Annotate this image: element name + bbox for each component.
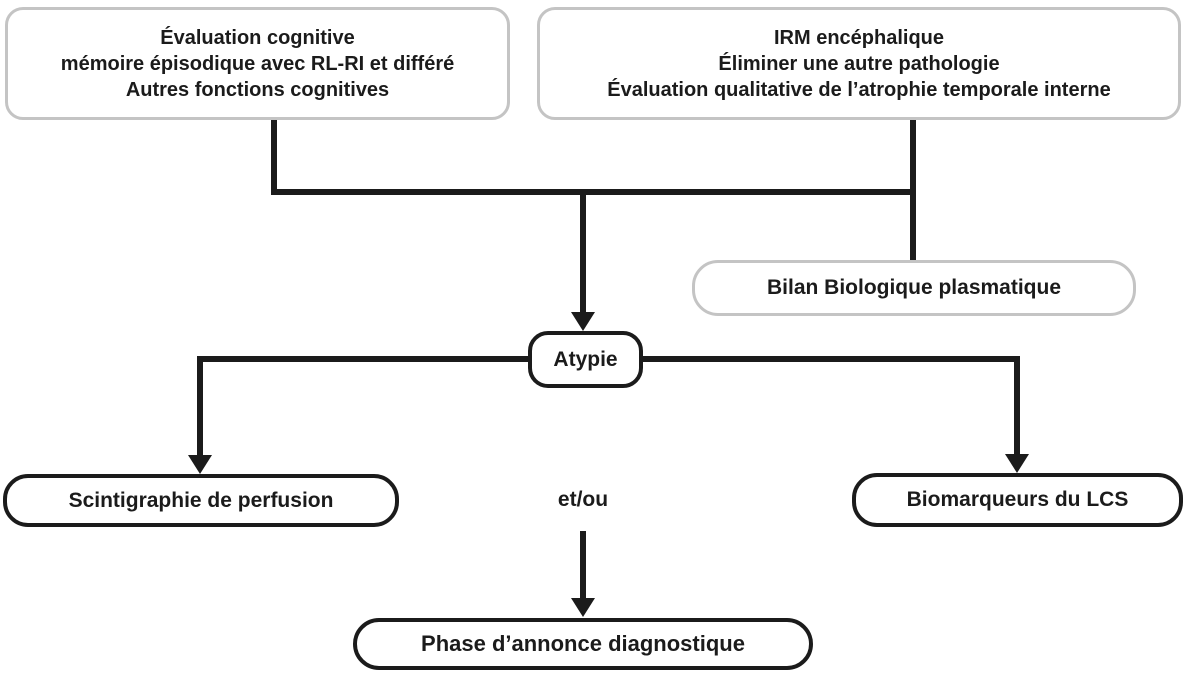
label-et-ou: et/ou xyxy=(557,488,609,511)
node-text-line: Autres fonctions cognitives xyxy=(125,78,390,101)
arrowhead-down-icon xyxy=(571,312,595,331)
connector-center-arrow-line xyxy=(580,192,586,312)
node-atypie: Atypie xyxy=(528,331,643,388)
connector-right-branch-arrow-line xyxy=(1014,356,1020,454)
node-text-line: Bilan Biologique plasmatique xyxy=(766,276,1062,299)
node-text-line: Biomarqueurs du LCS xyxy=(906,488,1129,511)
node-text-line: Évaluation qualitative de l’atrophie tem… xyxy=(607,78,1111,101)
node-text-line: Éliminer une autre pathologie xyxy=(718,52,1000,75)
connector-left-branch-arrow-line xyxy=(197,356,203,455)
connector-atypie-left-horizontal-line xyxy=(197,356,528,362)
node-irm-encephalique: IRM encéphalique Éliminer une autre path… xyxy=(537,7,1181,120)
connector-left-drop-line xyxy=(271,119,277,195)
node-text-line: Atypie xyxy=(553,347,618,371)
node-text-line: mémoire épisodique avec RL-RI et différé xyxy=(60,52,455,75)
connector-merge-horizontal-line xyxy=(271,189,916,195)
node-scintigraphie: Scintigraphie de perfusion xyxy=(3,474,399,527)
node-evaluation-cognitive: Évaluation cognitive mémoire épisodique … xyxy=(5,7,510,120)
node-text-line: Évaluation cognitive xyxy=(160,26,355,49)
node-biomarqueurs: Biomarqueurs du LCS xyxy=(852,473,1183,527)
connector-mid-arrow-line xyxy=(580,531,586,598)
arrowhead-down-icon xyxy=(571,598,595,617)
node-phase-annonce: Phase d’annonce diagnostique xyxy=(353,618,813,670)
arrowhead-down-icon xyxy=(1005,454,1029,473)
node-text-line: IRM encéphalique xyxy=(773,26,945,49)
arrowhead-down-icon xyxy=(188,455,212,474)
node-text-line: Phase d’annonce diagnostique xyxy=(421,631,745,656)
node-bilan-biologique: Bilan Biologique plasmatique xyxy=(692,260,1136,316)
node-text-line: Scintigraphie de perfusion xyxy=(68,488,334,512)
connector-atypie-right-horizontal-line xyxy=(643,356,1020,362)
